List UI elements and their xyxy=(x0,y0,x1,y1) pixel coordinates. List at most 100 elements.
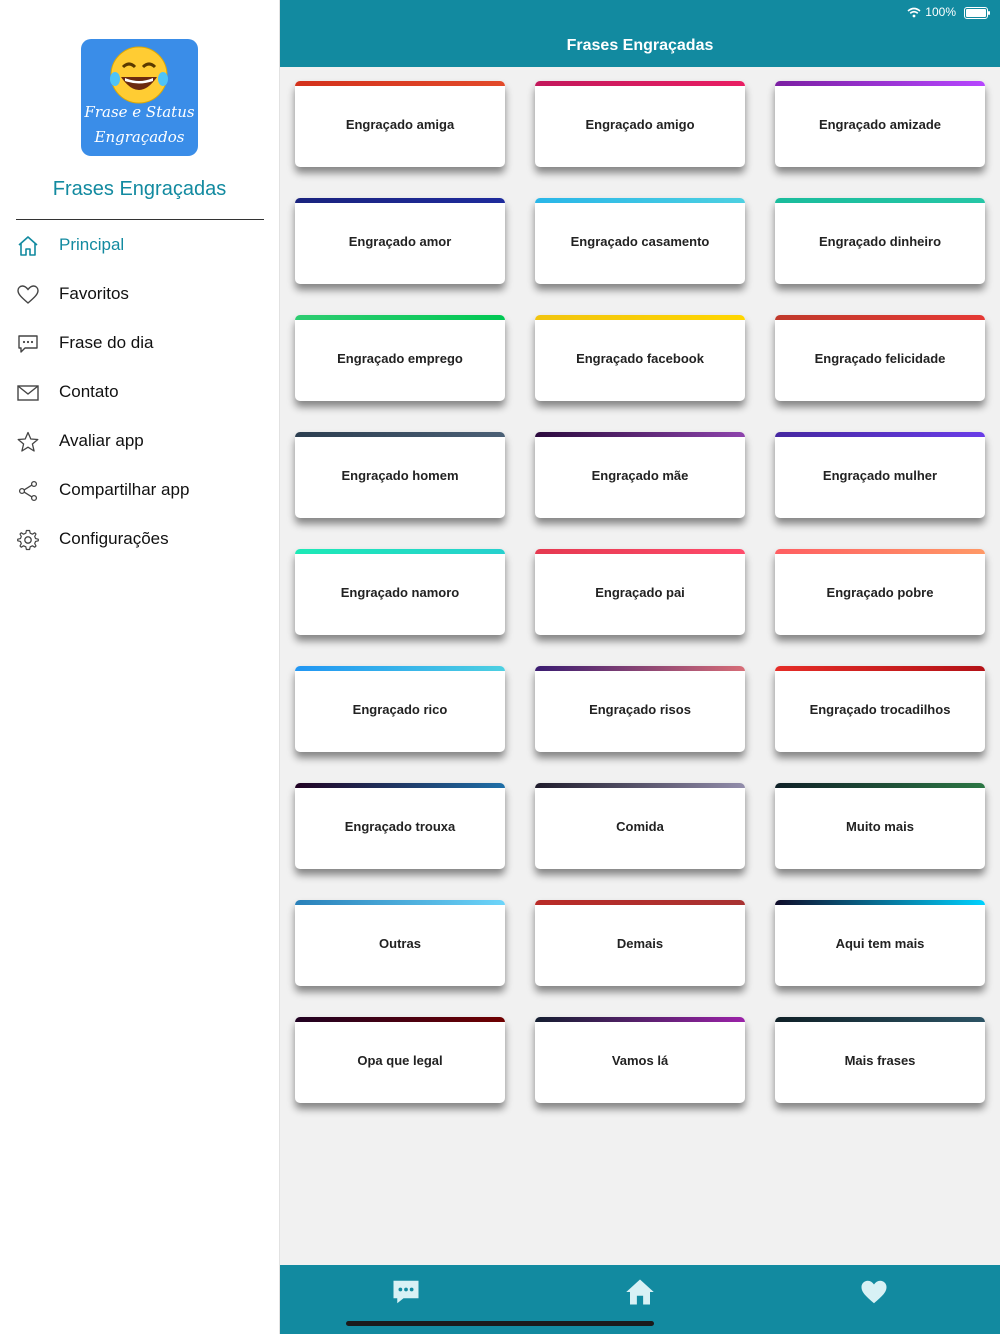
card-label: Engraçado namoro xyxy=(340,584,460,600)
card-accent-bar xyxy=(535,900,745,905)
category-card[interactable]: Engraçado felicidade xyxy=(775,315,985,401)
card-accent-bar xyxy=(535,783,745,788)
card-accent-bar xyxy=(775,198,985,203)
card-label: Engraçado casamento xyxy=(570,233,710,249)
sidebar-menu: Principal Favoritos Frase do dia Contato xyxy=(0,221,279,564)
category-card[interactable]: Engraçado mulher xyxy=(775,432,985,518)
card-accent-bar xyxy=(535,315,745,320)
card-accent-bar xyxy=(535,1017,745,1022)
category-card[interactable]: Muito mais xyxy=(775,783,985,869)
heart-icon[interactable] xyxy=(859,1277,889,1307)
card-label: Engraçado amigo xyxy=(585,116,695,132)
card-label: Engraçado trocadilhos xyxy=(809,701,951,717)
card-accent-bar xyxy=(535,549,745,554)
sidebar-item-compartilhar-app[interactable]: Compartilhar app xyxy=(0,466,279,515)
sidebar: Frase e Status Engraçados Frases Engraça… xyxy=(0,0,280,1334)
card-accent-bar xyxy=(775,81,985,86)
logo-text-line-2: Engraçados xyxy=(94,128,185,146)
card-label: Demais xyxy=(616,935,664,951)
card-label: Engraçado amiga xyxy=(345,116,455,132)
card-label: Engraçado mãe xyxy=(591,467,689,483)
category-card[interactable]: Engraçado casamento xyxy=(535,198,745,284)
category-card[interactable]: Engraçado rico xyxy=(295,666,505,752)
category-card[interactable]: Engraçado pai xyxy=(535,549,745,635)
card-accent-bar xyxy=(775,666,985,671)
sidebar-item-favoritos[interactable]: Favoritos xyxy=(0,270,279,319)
sidebar-item-configuracoes[interactable]: Configurações xyxy=(0,515,279,564)
laughing-emoji-icon xyxy=(110,46,168,104)
category-card[interactable]: Engraçado amizade xyxy=(775,81,985,167)
card-label: Engraçado risos xyxy=(589,701,691,717)
sidebar-item-contato[interactable]: Contato xyxy=(0,368,279,417)
card-label: Engraçado felicidade xyxy=(814,350,946,366)
card-label: Engraçado homem xyxy=(341,467,459,483)
card-accent-bar xyxy=(775,900,985,905)
battery-icon xyxy=(964,7,990,19)
card-accent-bar xyxy=(295,666,505,671)
share-icon xyxy=(18,480,38,502)
category-card[interactable]: Engraçado emprego xyxy=(295,315,505,401)
category-card[interactable]: Engraçado trouxa xyxy=(295,783,505,869)
category-card[interactable]: Opa que legal xyxy=(295,1017,505,1103)
category-card[interactable]: Engraçado amigo xyxy=(535,81,745,167)
category-card[interactable]: Engraçado facebook xyxy=(535,315,745,401)
category-card[interactable]: Vamos lá xyxy=(535,1017,745,1103)
status-bar: 100% xyxy=(907,5,956,19)
card-label: Aqui tem mais xyxy=(835,935,925,951)
category-card[interactable]: Engraçado homem xyxy=(295,432,505,518)
category-card[interactable]: Engraçado trocadilhos xyxy=(775,666,985,752)
sidebar-item-label: Contato xyxy=(59,382,119,401)
sidebar-item-principal[interactable]: Principal xyxy=(0,221,279,270)
card-accent-bar xyxy=(775,783,985,788)
category-card[interactable]: Engraçado mãe xyxy=(535,432,745,518)
card-accent-bar xyxy=(775,432,985,437)
page-title: Frases Engraçadas xyxy=(566,37,714,54)
card-label: Vamos lá xyxy=(611,1052,669,1068)
card-accent-bar xyxy=(535,666,745,671)
category-card[interactable]: Engraçado amiga xyxy=(295,81,505,167)
card-accent-bar xyxy=(775,549,985,554)
card-accent-bar xyxy=(535,198,745,203)
category-card[interactable]: Comida xyxy=(535,783,745,869)
star-icon xyxy=(17,431,39,452)
category-card[interactable]: Engraçado dinheiro xyxy=(775,198,985,284)
card-accent-bar xyxy=(295,1017,505,1022)
sidebar-item-label: Configurações xyxy=(59,529,169,548)
category-card[interactable]: Engraçado amor xyxy=(295,198,505,284)
card-accent-bar xyxy=(295,783,505,788)
card-accent-bar xyxy=(295,432,505,437)
category-card[interactable]: Mais frases xyxy=(775,1017,985,1103)
category-card[interactable]: Outras xyxy=(295,900,505,986)
home-icon xyxy=(18,236,38,256)
sidebar-item-label: Favoritos xyxy=(59,284,129,303)
sidebar-item-frase-do-dia[interactable]: Frase do dia xyxy=(0,319,279,368)
header: 100% Frases Engraçadas xyxy=(280,0,1000,67)
card-label: Engraçado pai xyxy=(595,584,685,600)
sidebar-item-avaliar-app[interactable]: Avaliar app xyxy=(0,417,279,466)
category-card[interactable]: Engraçado pobre xyxy=(775,549,985,635)
logo-text-line-1: Frase e Status xyxy=(84,103,195,121)
card-accent-bar xyxy=(295,549,505,554)
card-label: Engraçado facebook xyxy=(576,350,704,366)
home-icon[interactable] xyxy=(625,1277,655,1307)
card-label: Engraçado amizade xyxy=(818,116,942,132)
card-label: Engraçado emprego xyxy=(337,350,463,366)
category-card[interactable]: Demais xyxy=(535,900,745,986)
card-accent-bar xyxy=(535,81,745,86)
card-accent-bar xyxy=(775,1017,985,1022)
heart-icon xyxy=(17,285,39,304)
card-label: Outras xyxy=(379,935,421,951)
category-card[interactable]: Engraçado namoro xyxy=(295,549,505,635)
battery-percent: 100% xyxy=(925,5,956,19)
card-label: Comida xyxy=(616,818,664,834)
gear-icon xyxy=(17,529,39,551)
card-label: Engraçado dinheiro xyxy=(818,233,942,249)
card-accent-bar xyxy=(535,432,745,437)
category-card[interactable]: Aqui tem mais xyxy=(775,900,985,986)
chat-icon[interactable] xyxy=(391,1277,421,1307)
category-card[interactable]: Engraçado risos xyxy=(535,666,745,752)
card-accent-bar xyxy=(295,900,505,905)
sidebar-item-label: Frase do dia xyxy=(59,333,154,352)
app-name: Frases Engraçadas xyxy=(52,178,227,200)
